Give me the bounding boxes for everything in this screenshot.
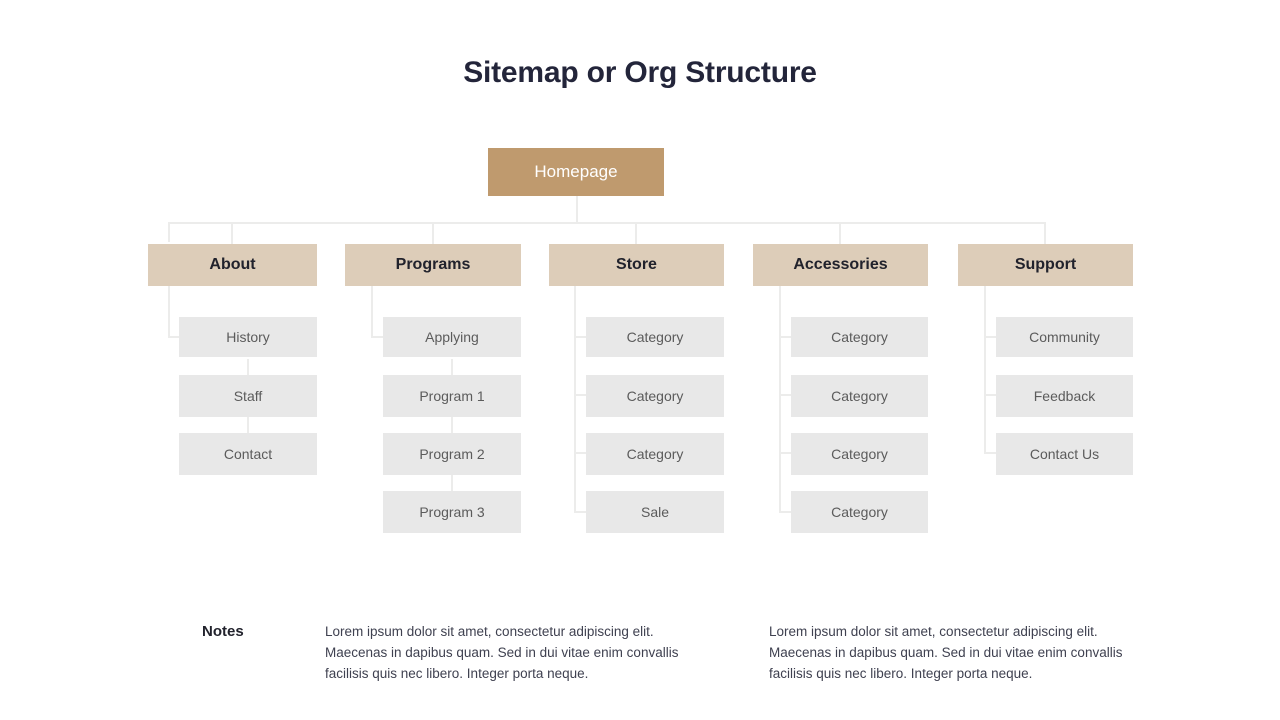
node-programs-applying[interactable]: Applying: [383, 317, 521, 357]
connector-about-staff-contact: [247, 417, 249, 433]
node-support[interactable]: Support: [958, 244, 1133, 286]
connector-store-stub-4: [574, 511, 587, 513]
node-accessories-category-2[interactable]: Category: [791, 375, 928, 417]
node-label: Community: [1029, 329, 1100, 345]
node-store-sale[interactable]: Sale: [586, 491, 724, 533]
node-programs[interactable]: Programs: [345, 244, 521, 286]
connector-horizontal-bus: [168, 222, 1046, 224]
node-label: Feedback: [1033, 388, 1096, 404]
connector-accessories-bracket-rail: [779, 286, 781, 513]
notes-label: Notes: [202, 623, 244, 640]
node-label: Category: [831, 388, 888, 404]
connector-root-stem: [576, 196, 578, 224]
connector-programs-rail-stub: [371, 336, 384, 338]
node-label: Category: [626, 388, 684, 404]
connector-support-stub-2: [984, 394, 997, 396]
connector-programs-3: [451, 475, 453, 491]
node-programs-program-1[interactable]: Program 1: [383, 375, 521, 417]
connector-accessories-stub-2: [779, 394, 792, 396]
node-accessories-category-1[interactable]: Category: [791, 317, 928, 357]
connector-accessories-stub-3: [779, 452, 792, 454]
node-store-category-1[interactable]: Category: [586, 317, 724, 357]
node-about-history[interactable]: History: [179, 317, 317, 357]
connector-programs-1: [451, 359, 453, 375]
connector-drop-about: [231, 222, 233, 244]
connector-accessories-stub-4: [779, 511, 792, 513]
node-store-category-2[interactable]: Category: [586, 375, 724, 417]
node-label: Store: [616, 256, 657, 273]
node-homepage[interactable]: Homepage: [488, 148, 664, 196]
page-title: Sitemap or Org Structure: [463, 56, 817, 89]
node-label: Sale: [640, 504, 670, 520]
node-label: Accessories: [793, 256, 888, 273]
node-label: Programs: [395, 256, 471, 273]
connector-support-stub-3: [984, 452, 997, 454]
notes-column-1: Lorem ipsum dolor sit amet, consectetur …: [325, 624, 679, 681]
connector-store-stub-3: [574, 452, 587, 454]
node-accessories-category-3[interactable]: Category: [791, 433, 928, 475]
node-about[interactable]: About: [148, 244, 317, 286]
connector-support-stub-1: [984, 336, 997, 338]
node-label: Program 1: [419, 388, 485, 404]
node-store[interactable]: Store: [549, 244, 724, 286]
node-accessories-category-4[interactable]: Category: [791, 491, 928, 533]
connector-store-stub-2: [574, 394, 587, 396]
node-label: History: [226, 329, 270, 345]
node-label: Category: [831, 504, 888, 520]
connector-programs-rail: [371, 286, 373, 338]
connector-about-history-staff: [247, 359, 249, 375]
node-programs-program-2[interactable]: Program 2: [383, 433, 521, 475]
node-programs-program-3[interactable]: Program 3: [383, 491, 521, 533]
node-label: Program 2: [419, 446, 485, 462]
node-label: Homepage: [534, 162, 618, 181]
node-support-contact-us[interactable]: Contact Us: [996, 433, 1133, 475]
connector-about-rail-stub: [168, 336, 180, 338]
node-label: Contact: [223, 446, 273, 462]
node-label: Category: [831, 329, 888, 345]
connector-store-stub-1: [574, 336, 587, 338]
node-label: Applying: [425, 329, 479, 345]
connector-accessories-stub-1: [779, 336, 792, 338]
node-store-category-3[interactable]: Category: [586, 433, 724, 475]
node-label: Program 3: [419, 504, 485, 520]
node-label: Category: [831, 446, 888, 462]
connector-drop-store: [635, 222, 637, 244]
connector-store-bracket-rail: [574, 286, 576, 513]
connector-drop-accessories: [839, 222, 841, 244]
connector-drop-programs: [432, 222, 434, 244]
node-accessories[interactable]: Accessories: [753, 244, 928, 286]
node-label: Category: [626, 446, 684, 462]
node-label: Support: [1014, 256, 1077, 273]
connector-bus-left-cap: [168, 222, 170, 242]
node-label: Category: [626, 329, 684, 345]
node-label: Contact Us: [1029, 446, 1100, 462]
notes-column-2: Lorem ipsum dolor sit amet, consectetur …: [769, 624, 1123, 681]
node-support-feedback[interactable]: Feedback: [996, 375, 1133, 417]
connector-support-bracket-rail: [984, 286, 986, 454]
node-support-community[interactable]: Community: [996, 317, 1133, 357]
node-about-contact[interactable]: Contact: [179, 433, 317, 475]
node-label: Staff: [233, 388, 263, 404]
node-about-staff[interactable]: Staff: [179, 375, 317, 417]
connector-about-rail: [168, 286, 170, 338]
node-label: About: [209, 256, 256, 273]
connector-bus-right-cap: [1044, 222, 1046, 242]
connector-programs-2: [451, 417, 453, 433]
